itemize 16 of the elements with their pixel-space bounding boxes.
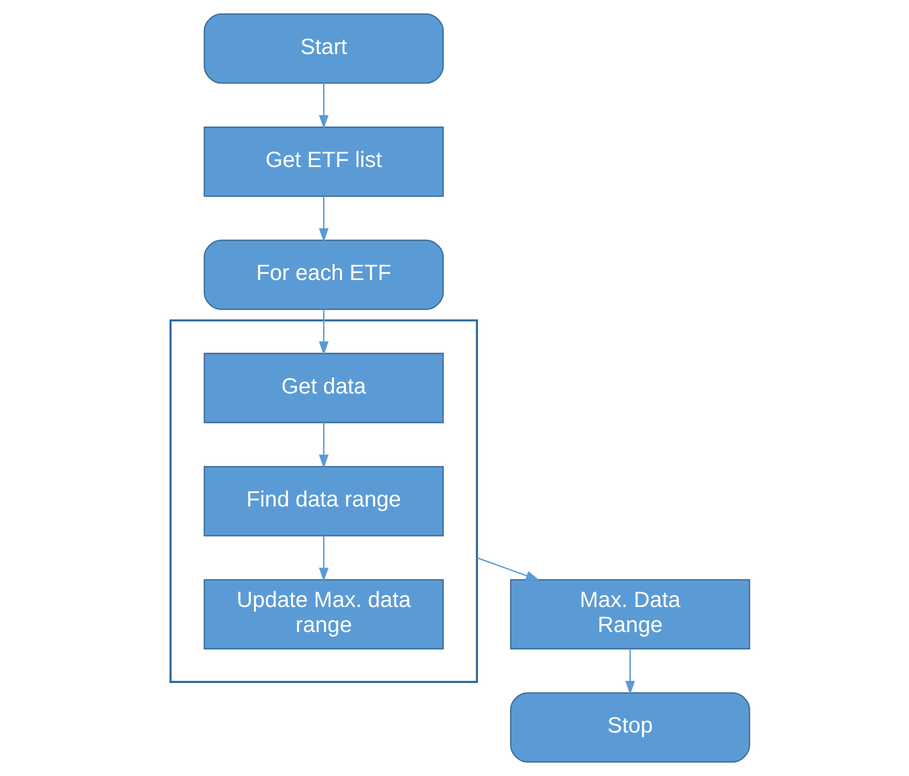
node-box: Max. Data Range <box>510 579 750 650</box>
node-box: Find data range <box>204 466 444 536</box>
arrow <box>318 196 329 242</box>
node-box: Get ETF list <box>204 126 444 197</box>
arrow <box>318 536 329 582</box>
arrow <box>318 309 329 356</box>
node-box: Stop <box>510 692 750 763</box>
node-box: Get data <box>204 352 444 424</box>
node-box: Start <box>204 13 444 84</box>
node-box: For each ETF <box>204 240 444 310</box>
cluster <box>170 319 478 683</box>
arrow <box>318 422 329 468</box>
node-box: Update Max. data range <box>204 579 444 650</box>
arrow <box>476 557 540 580</box>
arrow <box>625 648 635 695</box>
arrow <box>318 83 329 129</box>
